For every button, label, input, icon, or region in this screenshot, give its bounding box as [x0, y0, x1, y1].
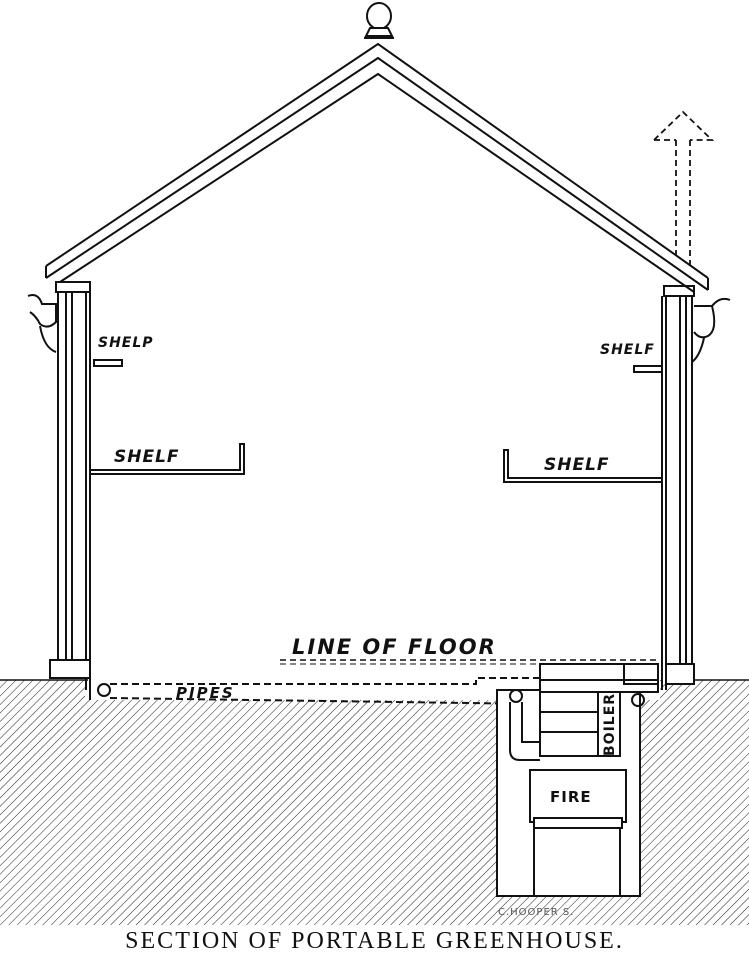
label-shelf-upper-left: SHELP — [98, 335, 154, 351]
roof — [45, 2, 709, 293]
ground — [0, 679, 749, 925]
chimney-flue — [653, 110, 715, 266]
label-shelf-right: SHELF — [544, 455, 610, 475]
label-boiler: BOILER — [602, 693, 618, 756]
left-wall — [27, 281, 91, 700]
figure-caption: SECTION OF PORTABLE GREENHOUSE. — [125, 928, 624, 954]
main-shelves — [90, 443, 662, 483]
label-line-of-floor: LINE OF FLOOR — [292, 635, 497, 659]
label-pipes: PIPES — [176, 684, 235, 702]
upper-shelves — [93, 359, 663, 373]
label-fire: FIRE — [550, 788, 592, 806]
label-shelf-left: SHELF — [114, 447, 180, 467]
label-shelf-upper-right: SHELF — [600, 342, 655, 358]
stove-pit — [496, 663, 659, 897]
pipes — [97, 677, 541, 705]
right-wall — [661, 285, 731, 690]
engraver-signature: C.HOOPER S. — [498, 907, 574, 918]
